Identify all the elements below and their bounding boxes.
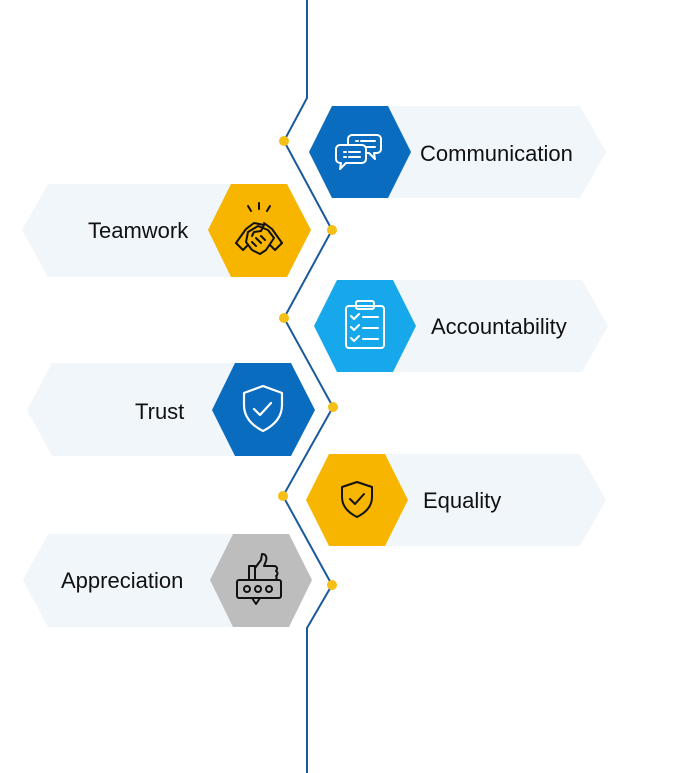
label-card <box>27 363 258 456</box>
shield-check-icon <box>242 384 284 433</box>
timeline-dot <box>328 402 338 412</box>
shield-check-small-icon <box>341 481 373 518</box>
thumbs-up-feedback-icon <box>236 553 282 605</box>
item-teamwork <box>22 184 337 277</box>
label-accountability: Accountability <box>431 314 567 339</box>
label-trust: Trust <box>135 399 185 424</box>
item-trust <box>27 363 338 456</box>
timeline-dot <box>279 136 289 146</box>
item-communication <box>279 106 606 198</box>
timeline-line <box>281 0 335 773</box>
speech-bubbles-icon <box>335 134 382 170</box>
label-teamwork: Teamwork <box>88 218 189 243</box>
item-appreciation <box>23 534 337 627</box>
hexagon-badge <box>212 363 315 456</box>
label-card <box>365 106 606 198</box>
hexagon-badge <box>306 454 408 546</box>
label-card <box>22 184 255 277</box>
item-accountability <box>279 280 608 372</box>
timeline-dot <box>327 580 337 590</box>
label-appreciation: Appreciation <box>61 568 184 593</box>
hexagon-badge <box>314 280 416 372</box>
label-communication: Communication <box>420 141 573 166</box>
timeline-dot <box>278 491 288 501</box>
timeline-dot <box>279 313 289 323</box>
label-card <box>362 454 606 546</box>
timeline-dot <box>327 225 337 235</box>
clipboard-checklist-icon <box>345 300 385 349</box>
label-equality: Equality <box>423 488 502 513</box>
handshake-icon <box>235 202 283 255</box>
label-card <box>370 280 608 372</box>
label-card <box>23 534 257 627</box>
item-equality <box>278 454 606 546</box>
